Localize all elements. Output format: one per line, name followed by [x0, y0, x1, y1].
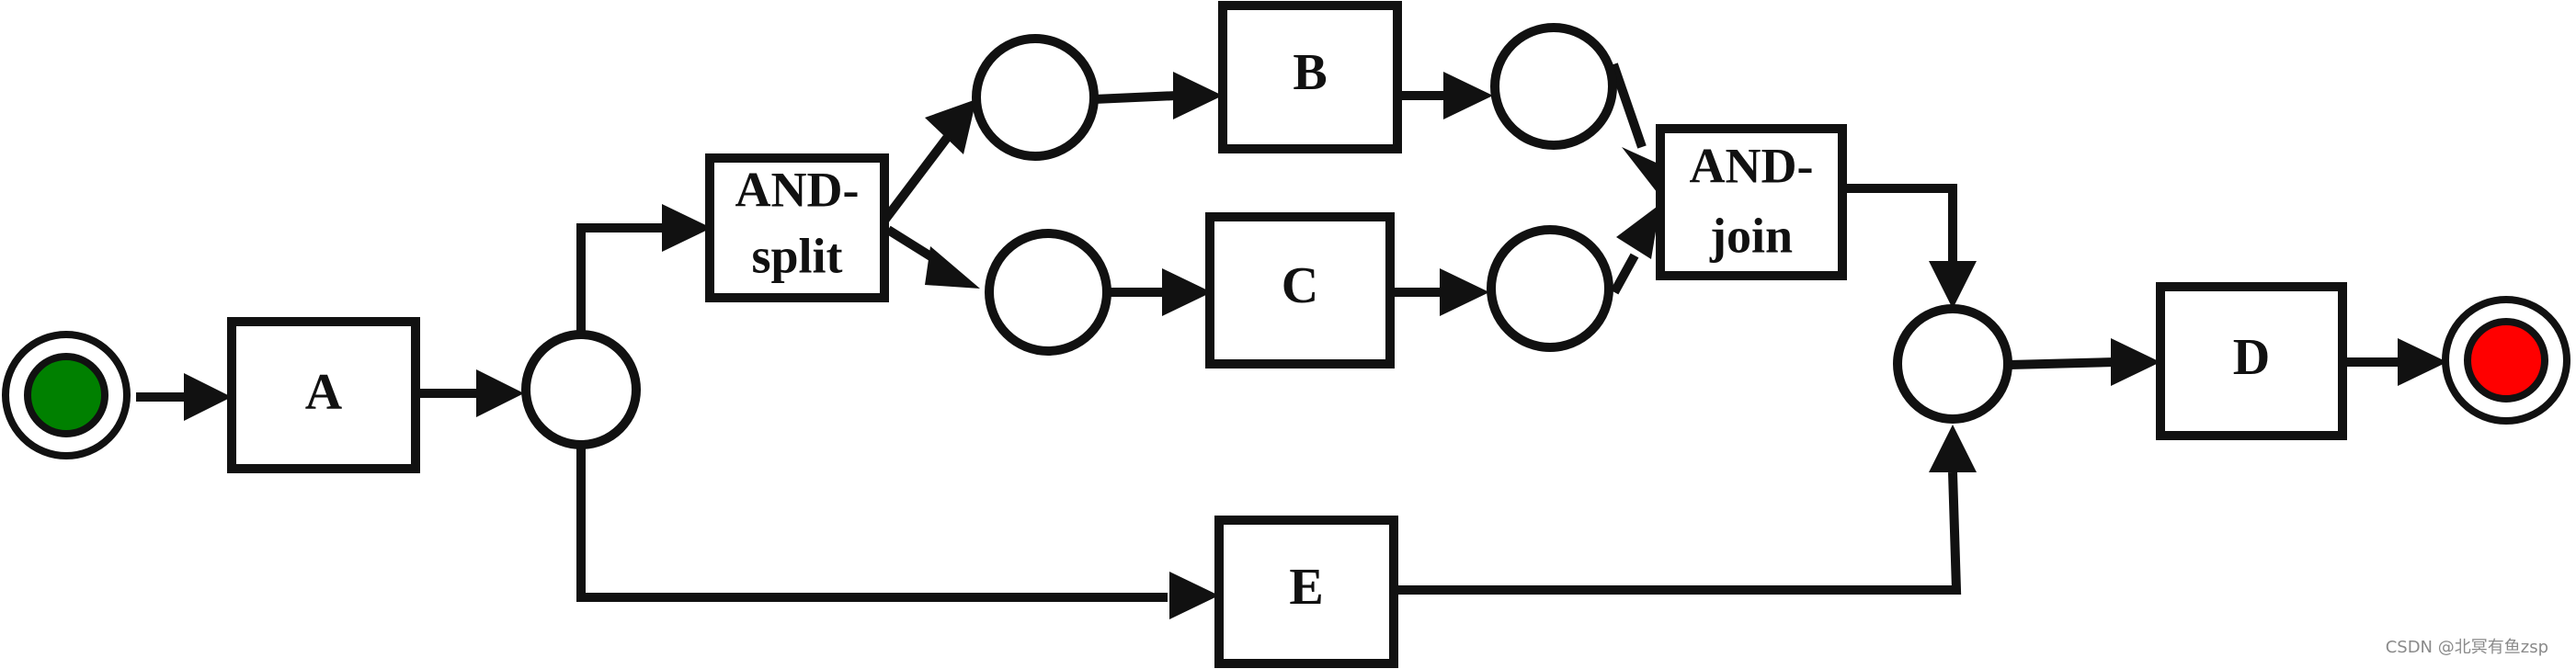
arrowhead-a [184, 373, 232, 421]
task-e-box [1214, 516, 1398, 668]
edge-p3-join [1609, 62, 1647, 149]
arrowheads [184, 72, 2447, 619]
and-join-box [1656, 124, 1847, 280]
task-a-box [227, 317, 420, 473]
edge-p0-split [576, 223, 662, 334]
arrowhead-split [662, 204, 712, 252]
edge-split-p1 [881, 134, 951, 224]
edge-e-p5 [1394, 471, 1962, 595]
place-p2 [985, 229, 1111, 356]
task-b-label: B [1293, 44, 1327, 101]
arrowhead-p3 [1443, 72, 1493, 119]
and-split-box [705, 153, 889, 302]
end-event [2442, 296, 2570, 425]
edge-p0-e [576, 448, 1168, 602]
and-join-label-line2: join [1709, 208, 1793, 263]
arrowhead-end [2398, 338, 2447, 386]
task-d-box [2156, 282, 2347, 440]
arrowhead-b [1173, 72, 1223, 119]
start-event-token [24, 353, 108, 437]
task-c-label: C [1282, 257, 1318, 314]
and-join-label-line1: AND- [1690, 138, 1814, 193]
arrowhead-p0 [476, 369, 524, 417]
place-p4 [1487, 225, 1613, 352]
task-e-label: E [1289, 559, 1323, 616]
edge-p5-d [2009, 357, 2115, 369]
arrowhead-p1 [925, 99, 976, 154]
place-p3 [1490, 23, 1617, 150]
watermark-text: CSDN @北冥有鱼zsp [2385, 638, 2548, 657]
end-event-token [2464, 318, 2548, 403]
task-b-box [1218, 1, 1402, 153]
and-split-label-line1: AND- [735, 162, 860, 217]
edge-join-p5 [1842, 184, 1957, 266]
arrowhead-d [2111, 338, 2160, 386]
arrowhead-p4 [1440, 268, 1489, 316]
arrowhead-join-bottom [1616, 204, 1660, 259]
arrowhead-join-top [1622, 147, 1662, 197]
task-a-label: A [305, 364, 343, 421]
place-p1 [972, 34, 1099, 161]
arrowhead-p5-bottom [1929, 425, 1977, 472]
task-d-label: D [2233, 329, 2270, 386]
arrowhead-e [1169, 572, 1219, 619]
start-event [2, 331, 131, 459]
arrowhead-p5-top [1929, 261, 1977, 309]
arrowhead-p2 [925, 246, 980, 289]
arrowhead-c [1162, 268, 1212, 316]
edge-p1-b [1093, 91, 1178, 104]
place-p0 [521, 330, 641, 449]
edge-p4-join [1610, 253, 1639, 295]
and-split-label-line2: split [751, 228, 842, 283]
task-c-box [1205, 212, 1395, 369]
place-p5 [1893, 304, 2012, 424]
